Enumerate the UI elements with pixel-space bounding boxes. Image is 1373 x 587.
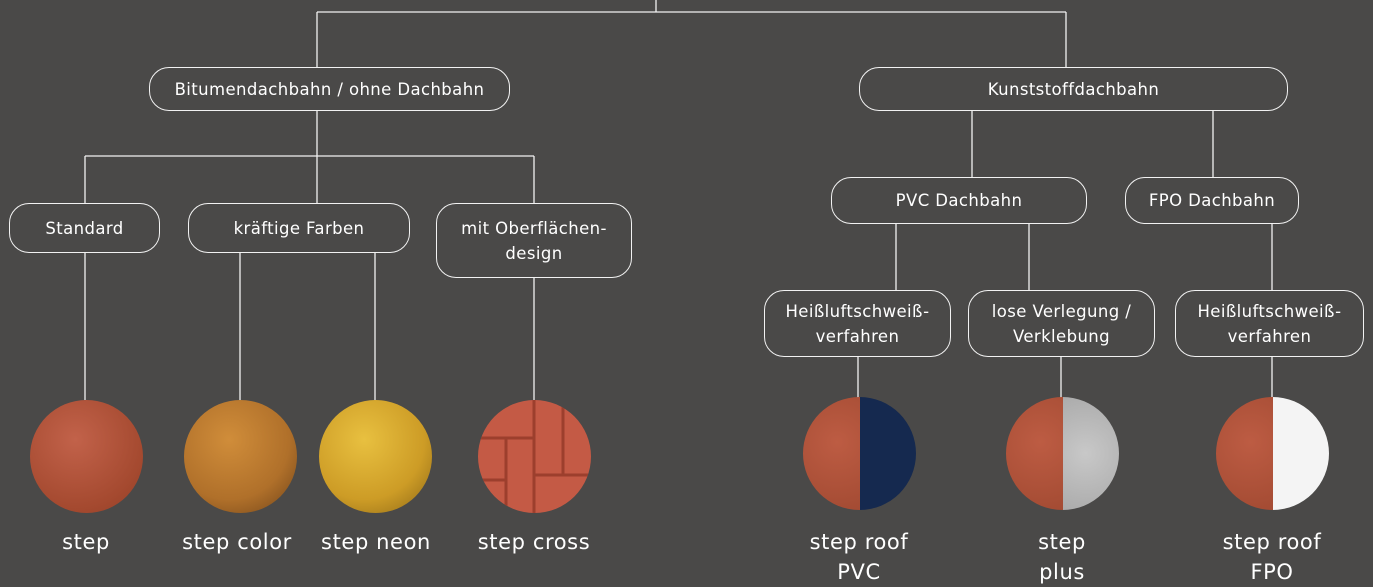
node-kunststoffdachbahn: Kunststoffdachbahn bbox=[859, 67, 1288, 111]
node-fpo-dachbahn: FPO Dachbahn bbox=[1125, 177, 1299, 224]
product-label-step-plus: step plus bbox=[1038, 530, 1086, 584]
node-oberflaechendesign: mit Oberflächen- design bbox=[436, 203, 632, 278]
product-label-step-cross: step cross bbox=[477, 530, 591, 554]
sample-step-cross-brick-pattern bbox=[478, 400, 591, 513]
node-heissluft-pvc: Heißluftschweiß- verfahren bbox=[764, 290, 951, 357]
product-label-step-roof-pvc: step roof PVC bbox=[809, 530, 909, 584]
node-standard: Standard bbox=[9, 203, 160, 253]
sample-step-neon-yellow-granules bbox=[319, 400, 432, 513]
node-heissluft-fpo: Heißluftschweiß- verfahren bbox=[1175, 290, 1364, 357]
node-kraeftige-farben: kräftige Farben bbox=[188, 203, 410, 253]
node-bitumendachbahn: Bitumendachbahn / ohne Dachbahn bbox=[149, 67, 510, 111]
sample-step-color-brown-granules bbox=[184, 400, 297, 513]
product-label-step-color: step color bbox=[182, 530, 292, 554]
sample-step-plus bbox=[1006, 397, 1119, 510]
node-lose-verlegung: lose Verlegung / Verklebung bbox=[968, 290, 1155, 357]
product-label-step-neon: step neon bbox=[321, 530, 431, 554]
sample-step-red-granules bbox=[30, 400, 143, 513]
sample-step-roof-fpo bbox=[1216, 397, 1329, 510]
node-pvc-dachbahn: PVC Dachbahn bbox=[831, 177, 1087, 224]
brick-pattern-icon bbox=[478, 400, 591, 513]
product-label-step-roof-fpo: step roof FPO bbox=[1222, 530, 1322, 584]
product-label-step: step bbox=[62, 530, 110, 554]
sample-step-roof-pvc bbox=[803, 397, 916, 510]
